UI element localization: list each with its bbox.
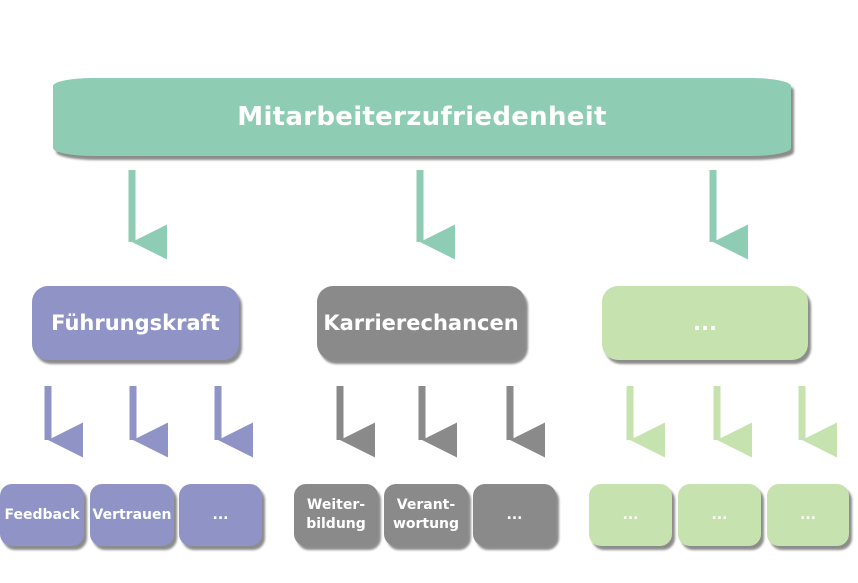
leaf-feedback-label: Feedback bbox=[4, 506, 80, 523]
node-fuehrungskraft: Führungskraft bbox=[32, 286, 239, 360]
node-karrierechancen-label: Karrierechancen bbox=[323, 311, 519, 335]
leaf-weiterbildung: Weiter- bildung bbox=[294, 484, 378, 546]
leaf-weitere-2: ... bbox=[678, 484, 761, 546]
node-fuehrungskraft-label: Führungskraft bbox=[51, 311, 220, 335]
leaf-vertrauen-label: Vertrauen bbox=[92, 506, 172, 523]
leaf-karriere-more-label: ... bbox=[506, 506, 523, 523]
leaf-weitere-2-label: ... bbox=[711, 506, 728, 523]
leaf-fuehrung-more: ... bbox=[179, 484, 262, 546]
leaf-feedback: Feedback bbox=[0, 484, 84, 546]
leaf-fuehrung-more-label: ... bbox=[212, 506, 229, 523]
node-karrierechancen: Karrierechancen bbox=[317, 286, 525, 360]
leaf-weitere-1-label: ... bbox=[622, 506, 639, 523]
leaf-weiterbildung-label: Weiter- bildung bbox=[306, 497, 366, 532]
root-label: Mitarbeiterzufriedenheit bbox=[237, 102, 607, 132]
leaf-weitere-3-label: ... bbox=[800, 506, 816, 523]
leaf-karriere-more: ... bbox=[473, 484, 556, 546]
leaf-verantwortung: Verant- wortung bbox=[384, 484, 468, 546]
leaf-weitere-1: ... bbox=[589, 484, 672, 546]
node-weitere: ... bbox=[602, 286, 808, 360]
leaf-verantwortung-label: Verant- wortung bbox=[392, 497, 460, 532]
leaf-vertrauen: Vertrauen bbox=[90, 484, 174, 546]
root-node: Mitarbeiterzufriedenheit bbox=[53, 78, 791, 156]
node-weitere-label: ... bbox=[693, 311, 717, 335]
leaf-weitere-3: ... bbox=[767, 484, 849, 546]
